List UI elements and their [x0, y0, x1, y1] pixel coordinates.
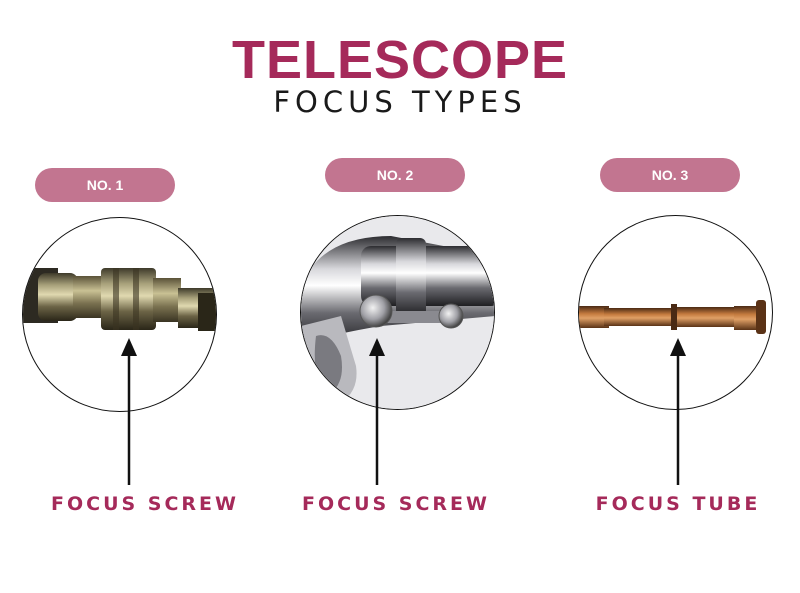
focus-screw-image-1 — [22, 217, 217, 412]
focus-screw-image-2 — [300, 215, 495, 410]
page-title: TELESCOPE — [231, 30, 569, 90]
badge-no-3: NO. 3 — [600, 158, 740, 192]
page-subtitle: FOCUS TYPES — [273, 85, 527, 119]
label-focus-screw-2: FOCUS SCREW — [302, 493, 490, 515]
badge-no-2: NO. 2 — [325, 158, 465, 192]
label-focus-tube: FOCUS TUBE — [595, 493, 761, 515]
focus-tube-image — [578, 215, 773, 410]
badge-no-1: NO. 1 — [35, 168, 175, 202]
copper-telescope-tube-icon — [579, 300, 766, 334]
brass-eyepiece-focus-screw-icon — [23, 268, 216, 331]
label-focus-screw-1: FOCUS SCREW — [51, 493, 239, 515]
chrome-focuser-knob-icon — [301, 216, 494, 409]
